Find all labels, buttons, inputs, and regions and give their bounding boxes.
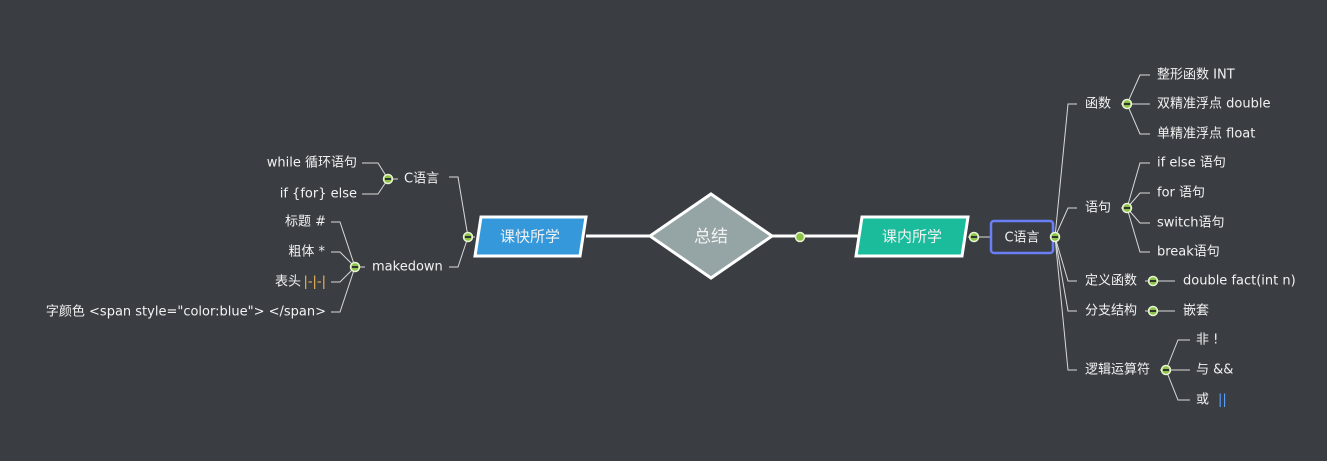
subtopic-c-language[interactable]: C语言 [404, 172, 439, 187]
leaf[interactable]: for 语句 [1157, 186, 1205, 201]
collapse-toggle[interactable] [1160, 364, 1172, 376]
collapse-toggle[interactable] [349, 261, 361, 273]
leaf[interactable]: 表头 [275, 275, 301, 290]
collapse-toggle[interactable] [382, 173, 394, 185]
leaf[interactable]: switch语句 [1157, 216, 1225, 231]
leaf[interactable]: 单精准浮点 float [1157, 127, 1255, 142]
collapse-toggle[interactable] [1147, 305, 1159, 317]
topic-left[interactable]: 课快所学 [473, 215, 588, 258]
leaf[interactable]: 标题 # [285, 215, 326, 230]
collapse-toggle[interactable] [462, 231, 474, 243]
subtopic-functions[interactable]: 函数 [1085, 97, 1111, 112]
collapse-toggle[interactable] [1121, 98, 1133, 110]
leaf[interactable]: 与 && [1196, 363, 1233, 378]
collapse-toggle[interactable] [1049, 231, 1061, 243]
leaf[interactable]: 粗体 * [288, 245, 325, 260]
collapse-toggle[interactable] [1121, 202, 1133, 214]
subtopic-statements[interactable]: 语句 [1085, 201, 1111, 216]
collapse-toggle[interactable] [794, 231, 806, 243]
leaf[interactable]: break语句 [1157, 245, 1220, 260]
topic-right-label: 课内所学 [882, 228, 942, 246]
topic-left-label: 课快所学 [500, 228, 560, 246]
leaf[interactable]: if else 语句 [1157, 156, 1226, 171]
leaf[interactable]: 整形函数 INT [1157, 68, 1235, 83]
or-marker: || [1218, 393, 1227, 408]
subtopic-define-function[interactable]: 定义函数 [1085, 274, 1137, 289]
central-topic-label: 总结 [694, 227, 728, 247]
leaf[interactable]: double fact(int n) [1183, 274, 1296, 289]
leaf[interactable]: while 循环语句 [267, 156, 357, 171]
leaf[interactable]: 双精准浮点 double [1157, 97, 1270, 112]
subtopic-label: C语言 [1004, 231, 1039, 246]
central-topic[interactable]: 总结 [647, 192, 775, 280]
collapse-toggle[interactable] [968, 231, 980, 243]
leaf[interactable]: 或 [1196, 393, 1209, 408]
connectors [331, 74, 1190, 401]
subtopic-c-language-selected[interactable]: C语言 [989, 219, 1055, 255]
subtopic-branch-structure[interactable]: 分支结构 [1085, 304, 1137, 319]
leaf[interactable]: if {for} else [280, 187, 357, 202]
collapse-toggle[interactable] [1147, 275, 1159, 287]
subtopic-logical-operators[interactable]: 逻辑运算符 [1085, 362, 1150, 378]
leaf[interactable]: 非 ! [1196, 333, 1218, 348]
leaf[interactable]: 字颜色 <span style="color:blue"> </span> [46, 304, 326, 320]
subtopic-makedown[interactable]: makedown [372, 260, 443, 275]
topic-right[interactable]: 课内所学 [854, 215, 970, 258]
leaf[interactable]: 嵌套 [1183, 303, 1209, 319]
table-marker: |-|-| [303, 275, 326, 290]
